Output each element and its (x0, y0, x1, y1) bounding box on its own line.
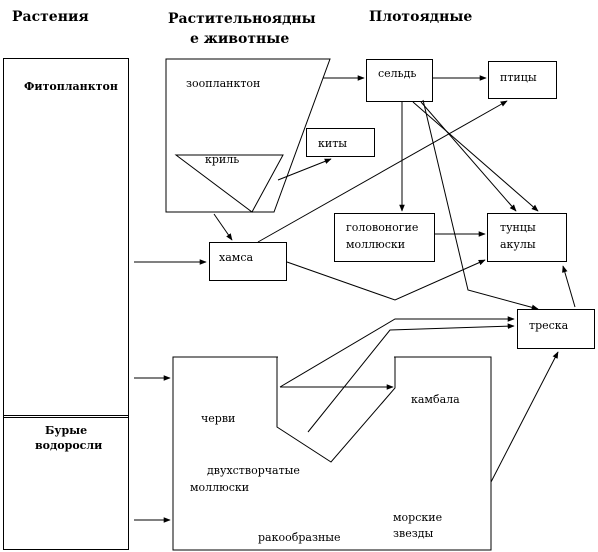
header-carnivores: Плотоядные (369, 9, 473, 25)
benthos-notch (276, 357, 396, 463)
bivalves-label-line1: двухстворчатые (207, 464, 300, 477)
herring-box (366, 59, 433, 102)
zooplankton-shape (165, 58, 331, 213)
anchovy-label: хамса (219, 251, 254, 264)
krill-label: криль (205, 153, 240, 166)
herring-label: сельдь (378, 67, 417, 80)
anchovy-box (209, 242, 287, 281)
cephalopods-label-line1: головоногие (346, 221, 419, 234)
whales-box (306, 128, 375, 157)
birds-label: птицы (500, 71, 537, 84)
tuna-sharks-box (487, 213, 567, 262)
birds-box (488, 61, 557, 99)
whales-label: киты (318, 137, 348, 150)
cephalopods-box (334, 213, 435, 262)
brown-algae-box (3, 415, 129, 550)
phytoplankton-label: Фитопланктон (24, 80, 118, 93)
phytoplankton-box (3, 58, 129, 418)
bivalves-label-line2: моллюски (190, 481, 250, 494)
header-herbivores-line2: е животные (190, 31, 290, 47)
starfish-label-line2: звезды (393, 527, 434, 540)
crustaceans-label: ракообразные (258, 531, 341, 544)
brown-algae-label-line2: водоросли (35, 439, 103, 452)
header-plants: Растения (12, 9, 89, 25)
cod-box (517, 309, 595, 349)
cephalopods-label-line2: моллюски (346, 238, 406, 251)
starfish-label-line1: морские (393, 511, 443, 524)
brown-algae-label-line1: Бурые (45, 424, 88, 437)
tuna-label-line1: тунцы (500, 221, 536, 234)
tuna-label-line2: акулы (500, 238, 536, 251)
krill-shape (174, 154, 284, 213)
zooplankton-label: зоопланктон (186, 77, 261, 90)
worms-label: черви (201, 412, 236, 425)
cod-label: треска (529, 319, 569, 332)
header-herbivores-line1: Растительноядны (168, 11, 316, 27)
benthos-shape (172, 356, 492, 551)
flounder-label: камбала (411, 393, 460, 406)
